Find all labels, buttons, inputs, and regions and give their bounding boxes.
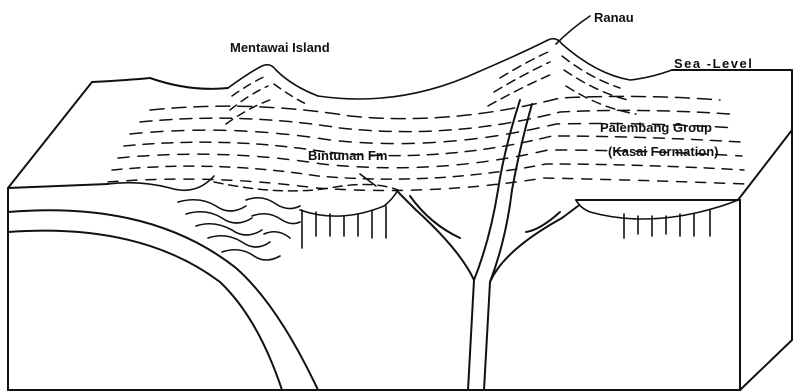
label-palembang-group: Palembang Group <box>600 120 712 135</box>
label-kasai-formation: (Kasai Formation) <box>608 144 719 159</box>
label-mentawai-island: Mentawai Island <box>230 40 330 55</box>
label-ranau: Ranau <box>594 10 634 25</box>
fault-blocks-left <box>302 206 386 248</box>
label-bintunan-fm: Bintunan Fm <box>308 148 387 163</box>
subducting-slab <box>8 210 318 390</box>
label-sea-level: Sea -Level <box>674 56 753 71</box>
fault-blocks-right <box>624 210 710 238</box>
ranau-leader <box>556 16 590 44</box>
accretionary-wedge <box>178 198 300 260</box>
